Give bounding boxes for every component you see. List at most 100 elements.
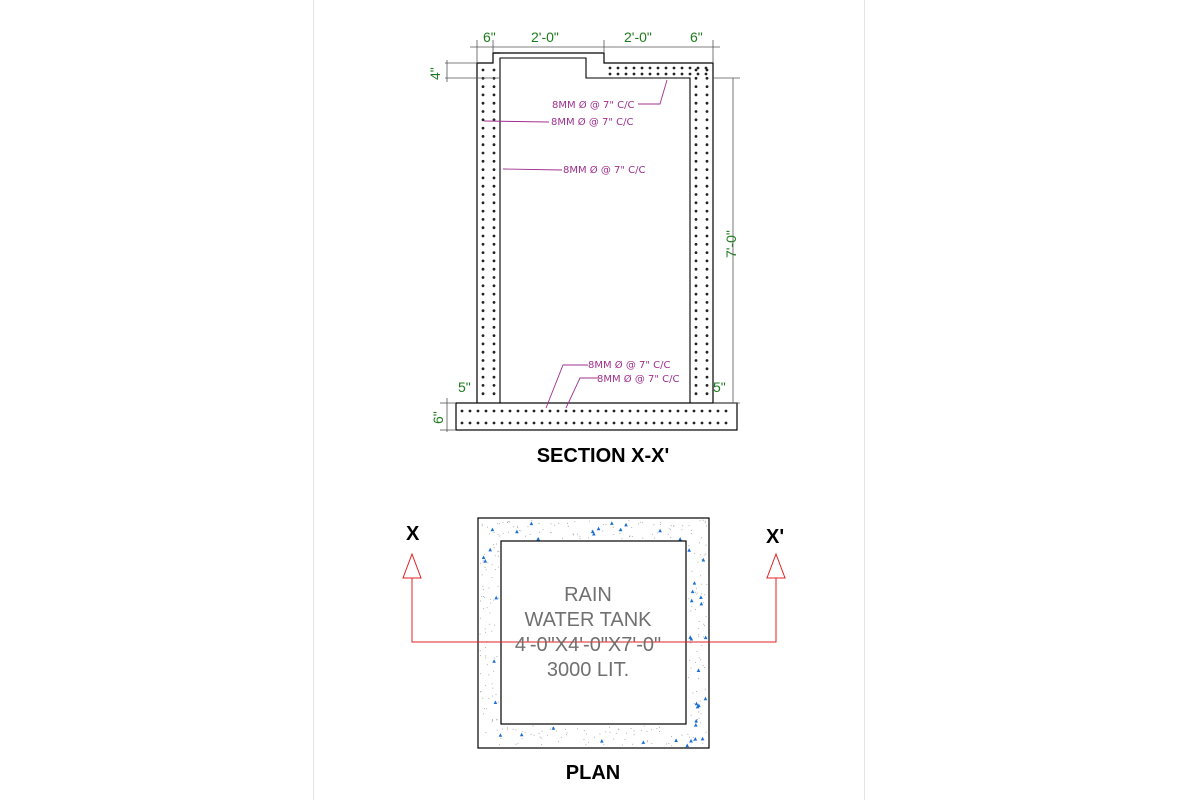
hatch-speck [497, 523, 499, 525]
hatch-speck [586, 733, 588, 735]
hatch-speck [609, 731, 611, 733]
rebar-dot [604, 409, 608, 413]
hatch-aggregate [695, 704, 700, 709]
rebar-dot [694, 317, 698, 321]
rebar-dot [648, 66, 652, 70]
hatch-speck [688, 598, 690, 600]
rebar-dot [705, 126, 709, 130]
rebar-dot [705, 292, 709, 296]
hatch-aggregate [536, 536, 540, 541]
dim-height: 7'-0" [723, 230, 739, 258]
rebar-dot [694, 76, 698, 80]
hatch-speck [483, 713, 484, 715]
rebar-dot [540, 409, 544, 413]
hatch-speck [682, 525, 684, 527]
hatch-speck [490, 598, 492, 600]
rebar-dot [492, 118, 496, 122]
hatch-speck [690, 610, 692, 612]
hatch-speck [493, 547, 495, 548]
dim-opening: 2'-0" [531, 29, 559, 45]
hatch-speck [702, 665, 704, 667]
hatch-speck [558, 522, 560, 524]
rebar-dot [481, 126, 485, 130]
hatch-aggregate [692, 581, 697, 585]
hatch-aggregate [674, 738, 678, 743]
hatch-aggregate [592, 531, 596, 536]
hatch-aggregate [618, 527, 623, 532]
hatch-speck [501, 728, 503, 730]
rebar-dot [705, 135, 709, 138]
hatch-aggregate [687, 548, 691, 552]
hatch-speck [487, 562, 489, 564]
rebar-dot [481, 93, 485, 97]
hatch-speck [577, 533, 578, 535]
rebar-dot [705, 101, 709, 105]
rebar-dot [632, 66, 636, 70]
hatch-speck [560, 736, 562, 738]
hatch-speck [702, 519, 704, 521]
hatch-speck [702, 742, 704, 744]
rebar-dot [694, 359, 698, 362]
rebar-dot [628, 409, 632, 413]
hatch-aggregate [481, 555, 486, 559]
rebar-dot [664, 72, 668, 76]
rebar-dot [640, 72, 644, 76]
hatch-speck [641, 729, 643, 731]
rebar-dot [608, 72, 612, 76]
hatch-speck [517, 527, 519, 528]
rebar-dot [684, 421, 688, 425]
hatch-speck [609, 726, 611, 728]
hatch-speck [583, 739, 585, 740]
hatch-speck [515, 729, 517, 731]
hatch-speck [496, 656, 498, 657]
rebar-dot [481, 118, 485, 122]
hatch-speck [484, 628, 486, 630]
rebar-dot [694, 242, 698, 246]
rebar-dot [672, 72, 676, 76]
rebar-dot [705, 234, 709, 238]
hatch-speck [482, 561, 484, 563]
rebar-dot [694, 176, 698, 180]
rebar-dot [705, 367, 709, 371]
rebar-dot [492, 126, 496, 130]
rebar-dot [620, 421, 624, 425]
hatch-speck [491, 695, 493, 697]
rebar-dot [481, 234, 485, 238]
rebar-leaders [483, 79, 668, 409]
rebar-dot [492, 259, 496, 263]
tank-label: RAIN WATER TANK 4'-0"X4'-0"X7'-0" 3000 L… [515, 584, 661, 681]
rebar-dot [705, 350, 709, 354]
hatch-aggregate [696, 668, 701, 673]
hatch-speck [671, 745, 673, 747]
rebar-dot [694, 151, 698, 155]
hatch-speck [567, 525, 569, 527]
rebar-dot [481, 201, 485, 205]
hatch-speck [502, 532, 504, 534]
rebar-dot [705, 143, 709, 147]
rebar-dot [608, 66, 612, 70]
hatch-speck [697, 718, 698, 720]
tank-label-line-1: RAIN [564, 584, 612, 606]
rebar-dot [572, 409, 576, 413]
rebar-dot [708, 421, 712, 425]
rebar-dot [692, 421, 696, 425]
hatch-speck [485, 684, 487, 686]
rebar-dot [694, 259, 698, 263]
hatch-aggregate [596, 526, 601, 531]
hatch-aggregate [694, 718, 699, 723]
rebar-dot [694, 325, 698, 329]
rebar-dot [556, 421, 560, 425]
rebar-dot [481, 101, 485, 105]
hatch-speck [481, 596, 483, 598]
hatch-speck [539, 531, 541, 533]
hatch-speck [485, 631, 487, 633]
hatch-speck [695, 722, 697, 724]
hatch-speck [651, 743, 653, 745]
rebar-dot [460, 421, 464, 425]
hatch-speck [701, 583, 703, 585]
rebar-dot [692, 409, 696, 413]
hatch-aggregate [600, 739, 604, 743]
hatch-speck [520, 530, 522, 532]
hatch-speck [695, 591, 697, 593]
rebar-dot [705, 384, 709, 387]
